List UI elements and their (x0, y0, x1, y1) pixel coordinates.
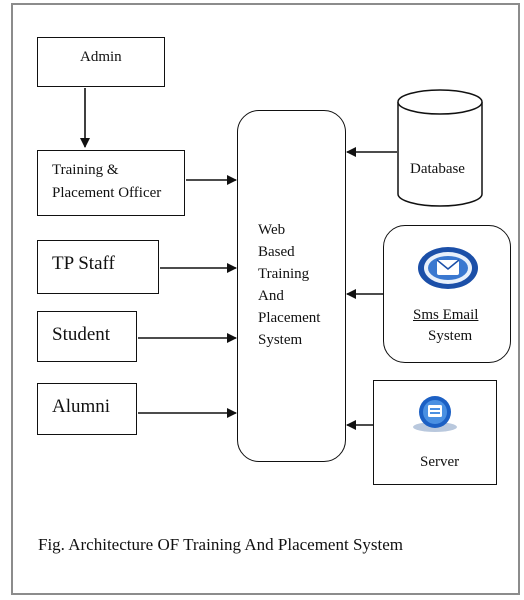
system-label-line3: Training (258, 266, 310, 282)
system-label-line5: Placement (258, 310, 321, 326)
database-cylinder-icon (397, 89, 483, 207)
sms-email-system-box: Sms Email System (383, 225, 511, 363)
admin-label: Admin (80, 49, 122, 65)
figure-caption: Fig. Architecture OF Training And Placem… (38, 535, 404, 554)
system-label-line2: Based (258, 244, 295, 260)
server-label: Server (420, 454, 460, 470)
tpo-label-line2: Placement Officer (52, 185, 162, 201)
server-icon (413, 396, 457, 432)
admin-box: Admin (37, 37, 165, 87)
sms-email-label-line2: System (428, 328, 473, 344)
tp-staff-label: TP Staff (52, 253, 115, 274)
system-label-line6: System (258, 332, 303, 348)
system-label-line1: Web (258, 222, 286, 238)
tpo-label-line1: Training & (52, 162, 119, 178)
alumni-label: Alumni (52, 396, 111, 417)
student-box: Student (37, 311, 137, 362)
database-label: Database (410, 161, 465, 177)
system-label-line4: And (258, 288, 284, 304)
sms-email-label-line1: Sms Email (413, 307, 479, 323)
student-label: Student (52, 324, 111, 345)
figure-frame (11, 3, 520, 595)
server-box: Server (373, 380, 497, 485)
web-based-system-box: Web Based Training And Placement System (237, 110, 346, 462)
email-icon (418, 247, 478, 289)
tp-staff-box: TP Staff (37, 240, 159, 294)
training-placement-officer-box: Training & Placement Officer (37, 150, 185, 216)
alumni-box: Alumni (37, 383, 137, 435)
